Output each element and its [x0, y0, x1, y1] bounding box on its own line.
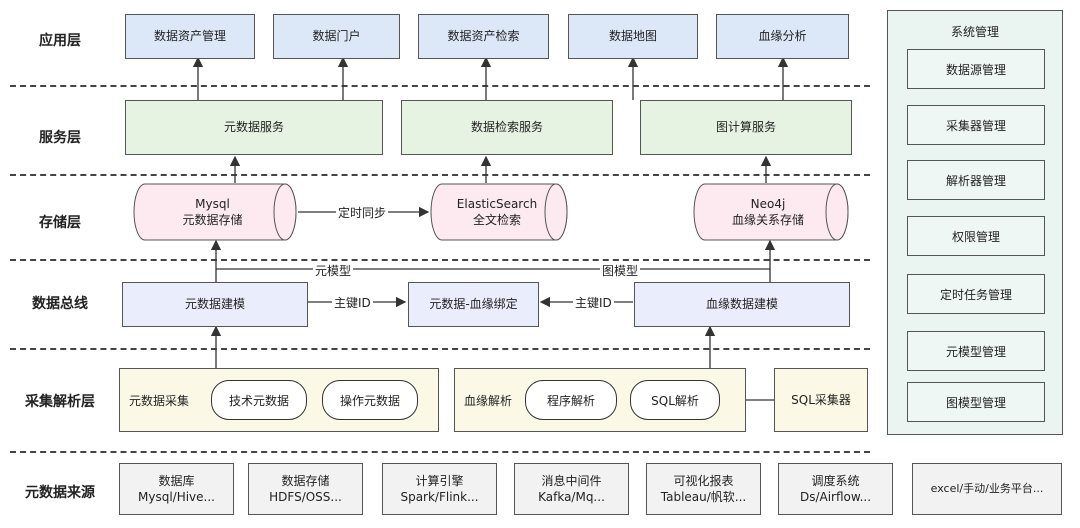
layer-label-bus: 数据总线 [32, 296, 88, 312]
neo4j-cylinder [693, 183, 849, 241]
source-title: 数据存储 [281, 474, 330, 488]
metadata-lineage-binding-box[interactable]: 元数据-血缘绑定 [408, 282, 539, 327]
system-item-parser[interactable]: 解析器管理 [907, 160, 1045, 200]
mysql-title: Mysql [195, 197, 230, 211]
layer-label-storage: 存储层 [39, 215, 81, 231]
layer-divider [10, 85, 870, 87]
source-examples: Ds/Airflow... [799, 490, 872, 504]
sql-collector-box[interactable]: SQL采集器 [774, 368, 868, 432]
source-box-reporting[interactable]: 可视化报表 Tableau/帆软... [646, 463, 761, 515]
metadata-collect-label: 元数据采集 [129, 394, 190, 408]
mysql-subtitle: 元数据存储 [182, 213, 243, 227]
source-title: 调度系统 [811, 474, 860, 488]
system-management-title: 系统管理 [950, 25, 999, 39]
mysql-cylinder [133, 183, 297, 241]
source-box-database[interactable]: 数据库 Mysql/Hive... [119, 463, 234, 515]
layer-label-service: 服务层 [39, 130, 81, 146]
metadata-modeling-box[interactable]: 元数据建模 [122, 282, 308, 327]
service-box-search[interactable]: 数据检索服务 [401, 100, 613, 155]
source-box-scheduler[interactable]: 调度系统 Ds/Airflow... [778, 463, 893, 515]
source-examples: Tableau/帆软... [660, 490, 747, 504]
layer-divider [10, 451, 870, 453]
system-item-permission[interactable]: 权限管理 [907, 216, 1045, 256]
source-title: 可视化报表 [673, 474, 734, 488]
layer-label-source: 元数据来源 [25, 485, 95, 501]
neo4j-subtitle: 血缘关系存储 [731, 213, 804, 227]
elasticsearch-cylinder [430, 183, 568, 241]
layer-divider [10, 174, 870, 176]
elasticsearch-subtitle: 全文检索 [472, 213, 521, 227]
mysql-storage[interactable]: Mysql 元数据存储 [140, 186, 285, 238]
system-item-meta-model[interactable]: 元模型管理 [907, 331, 1045, 371]
sql-parse-pill[interactable]: SQL解析 [630, 380, 720, 420]
source-examples: excel/手动/业务平台... [930, 482, 1044, 495]
system-item-collector[interactable]: 采集器管理 [907, 105, 1045, 145]
source-box-messaging[interactable]: 消息中间件 Kafka/Mq... [514, 463, 629, 515]
app-box-asset-search[interactable]: 数据资产检索 [418, 14, 549, 59]
layer-label-app: 应用层 [39, 33, 81, 49]
source-examples: Kafka/Mq... [538, 490, 605, 504]
system-item-graph-model[interactable]: 图模型管理 [907, 382, 1045, 422]
source-title: 消息中间件 [541, 474, 602, 488]
elasticsearch-storage[interactable]: ElasticSearch 全文检索 [436, 186, 558, 238]
elasticsearch-title: ElasticSearch [456, 197, 538, 211]
source-title: 计算引擎 [415, 474, 464, 488]
service-box-metadata[interactable]: 元数据服务 [125, 100, 383, 155]
operational-metadata-pill[interactable]: 操作元数据 [322, 380, 418, 420]
lineage-parse-label: 血缘解析 [464, 394, 513, 408]
neo4j-title: Neo4j [750, 197, 786, 211]
source-box-other[interactable]: excel/手动/业务平台... [912, 463, 1062, 515]
app-box-lineage-analysis[interactable]: 血缘分析 [716, 14, 849, 59]
source-title: 数据库 [158, 474, 195, 488]
graph-model-label: 图模型 [600, 262, 641, 279]
source-examples: Spark/Flink... [400, 490, 479, 504]
neo4j-storage[interactable]: Neo4j 血缘关系存储 [699, 186, 837, 238]
app-box-asset-management[interactable]: 数据资产管理 [125, 14, 255, 59]
app-box-data-map[interactable]: 数据地图 [568, 14, 698, 59]
layer-divider [10, 348, 870, 350]
primary-key-label-right: 主键ID [573, 294, 614, 311]
lineage-modeling-box[interactable]: 血缘数据建模 [634, 282, 850, 327]
service-box-graph[interactable]: 图计算服务 [640, 100, 852, 155]
layer-divider [10, 259, 870, 261]
source-box-storage[interactable]: 数据存储 HDFS/OSS... [248, 463, 363, 515]
sync-label: 定时同步 [336, 204, 389, 221]
system-management-panel: 系统管理 数据源管理 采集器管理 解析器管理 权限管理 定时任务管理 元模型管理… [887, 10, 1063, 435]
layer-label-collect: 采集解析层 [25, 394, 95, 410]
system-item-scheduled-task[interactable]: 定时任务管理 [907, 274, 1045, 314]
source-examples: HDFS/OSS... [269, 490, 342, 504]
technical-metadata-pill[interactable]: 技术元数据 [211, 380, 307, 420]
primary-key-label-left: 主键ID [332, 294, 373, 311]
app-box-data-portal[interactable]: 数据门户 [273, 14, 400, 59]
program-parse-pill[interactable]: 程序解析 [525, 380, 617, 420]
system-item-datasource[interactable]: 数据源管理 [907, 49, 1045, 89]
meta-model-label: 元模型 [313, 262, 354, 279]
source-box-compute[interactable]: 计算引擎 Spark/Flink... [382, 463, 497, 515]
source-examples: Mysql/Hive... [138, 490, 215, 504]
